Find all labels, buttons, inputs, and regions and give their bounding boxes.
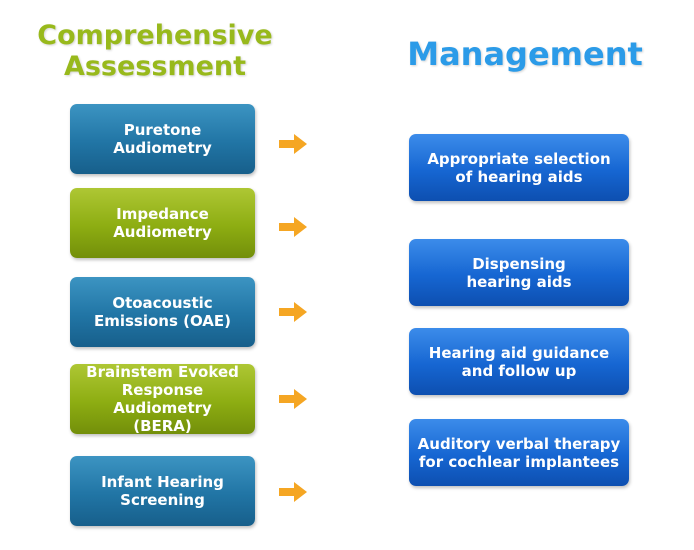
assessment-box-impedance-audiometry: Impedance Audiometry bbox=[70, 188, 255, 258]
assessment-box-infant-hearing-screening: Infant Hearing Screening bbox=[70, 456, 255, 526]
assessment-box-puretone-audiometry: Puretone Audiometry bbox=[70, 104, 255, 174]
arrow-right-icon bbox=[279, 217, 307, 237]
assessment-box-bera: Brainstem Evoked Response Audiometry (BE… bbox=[70, 363, 255, 435]
arrow-right-icon bbox=[279, 134, 307, 154]
management-box-selection: Appropriate selection of hearing aids bbox=[409, 134, 629, 201]
assessment-heading: Comprehensive Assessment bbox=[37, 20, 273, 83]
management-heading: Management bbox=[407, 35, 643, 73]
management-box-guidance: Hearing aid guidance and follow up bbox=[409, 328, 629, 395]
arrow-right-icon bbox=[279, 482, 307, 502]
assessment-box-oae: Otoacoustic Emissions (OAE) bbox=[70, 277, 255, 347]
management-box-dispensing: Dispensing hearing aids bbox=[409, 239, 629, 306]
arrow-right-icon bbox=[279, 389, 307, 409]
management-box-verbal-therapy: Auditory verbal therapy for cochlear imp… bbox=[409, 419, 629, 486]
arrow-right-icon bbox=[279, 302, 307, 322]
